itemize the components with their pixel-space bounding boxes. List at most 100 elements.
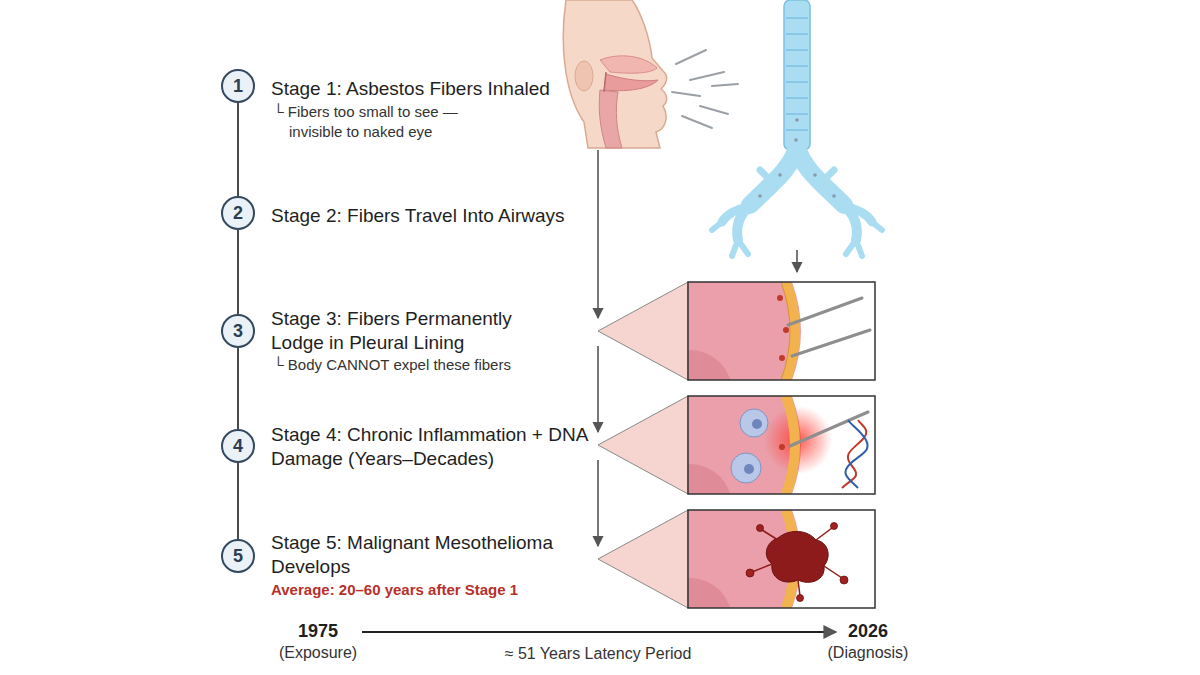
callout-number: 4 [223,431,253,461]
tumor-panel-part-part-part [798,580,800,596]
airway-illustration-part [712,148,882,256]
fiber-particles-part [682,116,712,128]
airway-illustration-part-part [778,173,782,177]
timeline-year: 2026 [718,620,1018,642]
stage-connector [237,230,239,314]
airway-illustration-part-part [832,194,836,198]
airway-illustration-part-part [750,148,797,205]
timeline-note: (Exposure) [168,643,468,663]
airway-illustration-part-part [846,240,856,254]
inflammation-panel-part-part [731,453,761,483]
callout-number: 2 [223,198,253,228]
stage-circle: 2Stage 2: Fibers Travel Into Airways [221,196,255,230]
callout-number: 5 [223,541,253,571]
airway-illustration-part-part [824,170,834,180]
tumor-panel-part-part-part [746,569,754,577]
fiber-particles-part [700,106,728,114]
pleura-panel-part-part [777,295,789,361]
pleura-panel-part-part-part [788,298,862,325]
inflammation-panel-part [598,396,688,494]
tumor-panel-part-part-part [824,566,842,578]
airway-illustration-part-part [786,17,808,19]
airway-illustration-part [786,18,808,130]
tumor-panel [598,510,875,662]
stage-connector [237,103,239,196]
tumor-panel-part-part-part [840,576,848,584]
flow-arrows-part [597,150,599,318]
pleura-panel-part-part [788,298,870,356]
airway-illustration-part-part [844,205,872,222]
head-illustration [563,0,666,148]
stage-title: Stage 2: Fibers Travel Into Airways [271,204,611,228]
stage-circle: 1Stage 1: Asbestos Fibers Inhaled└ Fiber… [221,69,255,103]
stage-circle: 4Stage 4: Chronic Inflammation + DNA Dam… [221,429,255,463]
pleura-panel-part-part-part [783,327,789,333]
pleura-panel-part-part-part [777,295,783,301]
fiber-particles [672,50,738,128]
airway-illustration-part-part [786,97,808,99]
inflammation-panel-part [688,396,875,494]
latency-label: ≈ 51 Years Latency Period [448,644,748,664]
airway-illustration-part-part [795,118,799,122]
fiber-particles-part [676,50,706,64]
airway-illustration-part-part [786,65,808,67]
pleura-panel-part-part-part [792,330,870,356]
airway-illustration-part-part [786,49,808,51]
timeline-note: (Diagnosis) [718,643,1018,663]
flow-arrows-part [796,250,798,272]
pleura-panel-part [598,282,688,380]
airway-illustration-part-part [872,222,882,230]
airway-illustration-part-part [786,33,808,35]
tumor-panel-part-part-part [752,564,772,572]
pleura-panel-part [688,282,875,380]
callout-number: 3 [223,316,253,346]
inflammation-panel-part-part [845,420,867,488]
tumor-panel-part-part-part [831,523,838,530]
head-illustration-part [604,74,658,91]
tumor-panel-part-part-part [797,595,804,602]
airway-illustration-part-part [794,138,798,142]
airway-illustration-part-part [722,205,750,222]
stage-note: └ Fibers too small to see — invisible to… [273,102,503,142]
stage-connector [237,463,239,539]
stage-connector [237,348,239,429]
airway-illustration-part-part [797,148,844,205]
inflammation-panel-part [688,396,875,494]
tumor-panel-part-part [688,578,732,608]
tumor-panel-part-part-part [816,528,832,540]
flow-arrows-part [597,460,599,546]
timeline-year: 1975 [168,620,468,642]
stage-title: Stage 5: Malignant Mesothelioma Develops [271,531,583,579]
airway-illustration-part-part [786,81,808,83]
stage-circle: 5Stage 5: Malignant Mesothelioma Develop… [221,539,255,573]
airway-illustration-part-part [786,113,808,115]
pleura-panel-part-part [688,350,732,380]
inflammation-panel-part-part [752,419,762,429]
timeline-arrow [362,631,836,633]
tumor-panel-part-part [746,523,848,602]
airway-illustration [712,0,882,256]
stage-circle: 3Stage 3: Fibers Permanently Lodge in Pl… [221,314,255,348]
stage-title: Stage 1: Asbestos Fibers Inhaled [271,77,611,101]
tumor-panel-part-part-part [757,525,764,532]
callout-number: 1 [223,71,253,101]
airway-illustration-part-part [786,129,808,131]
fiber-particles-part [712,84,738,86]
pleura-panel-part-part-part [779,355,785,361]
inflammation-panel-part-part [740,409,768,437]
stage-title: Stage 3: Fibers Permanently Lodge in Ple… [271,307,561,355]
flow-arrows-part [597,346,599,432]
pleura-panel-part [688,282,875,380]
stage-note: └ Body CANNOT expel these fibers [273,355,553,375]
inflammation-panel-part-part [744,464,754,474]
tumor-panel-part [688,510,875,608]
head-illustration-part [575,61,593,91]
inflammation-panel-part-part [688,464,732,494]
airway-illustration-part [758,118,836,198]
tumor-panel-part-part-part [762,530,778,540]
tumor-panel-part-part [752,528,842,596]
airway-illustration-part-part [712,222,722,230]
inflammation-panel-part-part [779,444,785,450]
